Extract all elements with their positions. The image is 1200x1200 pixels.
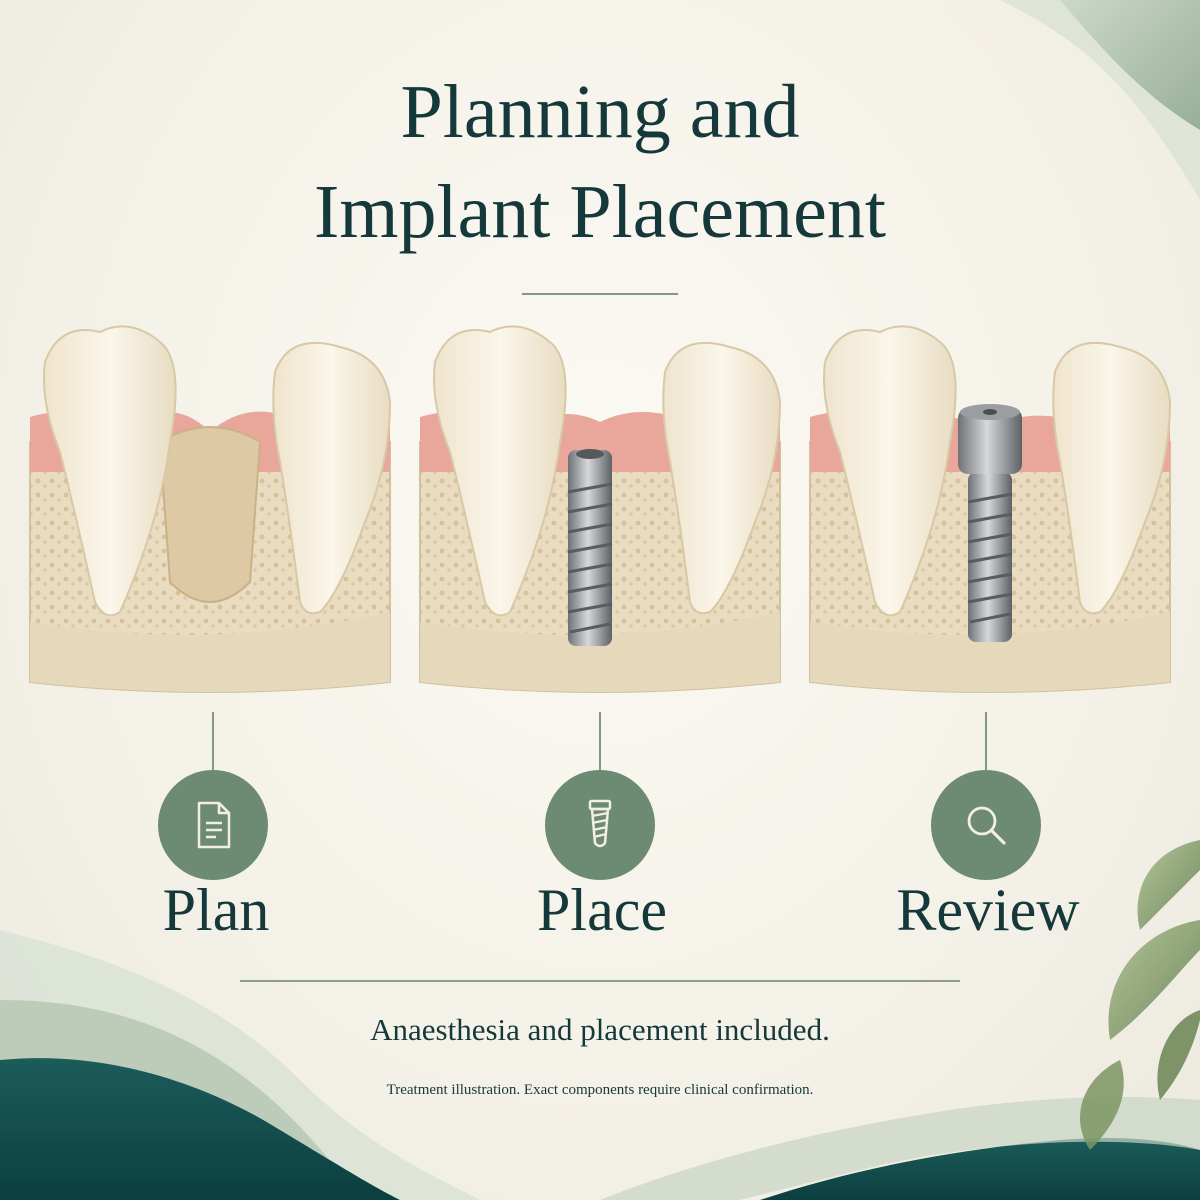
top-right-wave — [1060, 0, 1200, 130]
leaf-decoration — [1080, 840, 1200, 1150]
title-line-2: Implant Placement — [314, 170, 886, 254]
review-step-badge — [931, 770, 1041, 880]
plan-step-badge — [158, 770, 268, 880]
connector-line-plan — [212, 712, 214, 772]
document-icon — [197, 801, 231, 849]
step-label-plan: Plan — [162, 877, 270, 943]
connector-line-place — [599, 712, 601, 772]
step-label-review: Review — [896, 877, 1080, 943]
disclaimer-text: Treatment illustration. Exact components… — [386, 1082, 814, 1098]
connector-line-review — [985, 712, 987, 772]
title-divider — [522, 293, 678, 295]
implant-screw-icon — [588, 799, 612, 848]
tagline: Anaesthesia and placement included. — [370, 1012, 830, 1047]
bottom-teal-wave — [0, 1058, 400, 1200]
illustration-plan-empty-socket — [20, 322, 400, 702]
magnifier-icon — [967, 806, 1006, 845]
page-title: Planning and Implant Placement — [0, 62, 1200, 262]
place-step-badge — [545, 770, 655, 880]
step-label-place: Place — [537, 877, 667, 943]
illustration-place-implant — [410, 322, 790, 702]
illustration-review-abutment — [800, 322, 1180, 702]
footer-divider — [240, 980, 960, 982]
title-line-1: Planning and — [400, 70, 800, 154]
